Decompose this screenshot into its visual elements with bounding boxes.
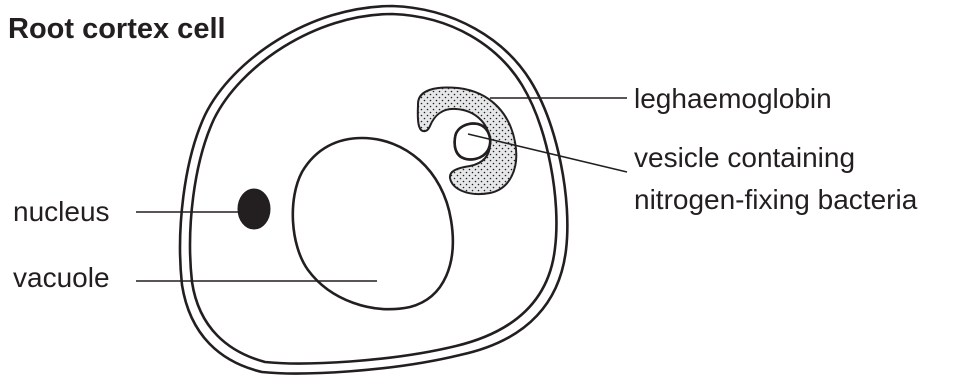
vacuole	[293, 138, 453, 309]
diagram-title: Root cortex cell	[8, 13, 226, 45]
nucleus	[238, 189, 270, 229]
nucleus-label: nucleus	[13, 196, 110, 227]
leghaemoglobin-label: leghaemoglobin	[634, 83, 832, 114]
vesicle-label-line2: nitrogen-fixing bacteria	[634, 184, 918, 215]
vesicle-label-line1: vesicle containing	[634, 142, 855, 173]
vacuole-label: vacuole	[13, 262, 110, 293]
cell-wall-outer	[180, 6, 567, 373]
